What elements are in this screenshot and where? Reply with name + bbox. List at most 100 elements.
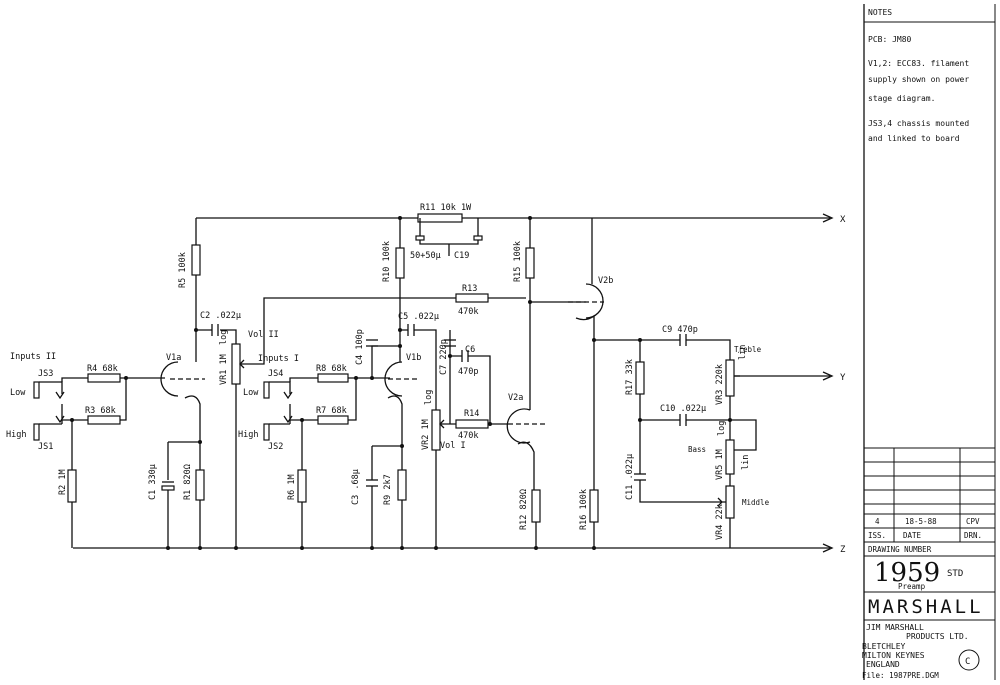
vr5-taper: log xyxy=(717,421,727,436)
drawing-std: STD xyxy=(947,569,963,579)
v1a-label: V1a xyxy=(166,353,181,363)
low-label-i: Low xyxy=(243,388,259,398)
c6-value: 470p xyxy=(458,367,478,377)
r16-label: R16 100k xyxy=(579,489,589,530)
c9-label: C9 470p xyxy=(662,325,698,335)
notes-line: V1,2: ECC83. filament xyxy=(868,59,969,68)
notes-title: NOTES xyxy=(868,8,892,17)
capacitor-c5 xyxy=(407,324,415,336)
resistor-r7 xyxy=(317,415,349,425)
vr5-label: VR5 1M xyxy=(715,449,725,480)
drawn-by: CPV xyxy=(966,517,980,526)
c19-label: C19 xyxy=(454,251,469,261)
vr1-taper: log xyxy=(219,330,229,345)
c6-label: C6 xyxy=(465,345,475,355)
capacitor-c4 xyxy=(366,339,378,347)
rail-x xyxy=(196,213,834,223)
notes-pcb: PCB: JM80 xyxy=(868,35,912,44)
jack-js3 xyxy=(33,381,65,400)
high-label: High xyxy=(6,430,26,440)
resistor-r12 xyxy=(531,489,541,523)
resistor-r17 xyxy=(635,361,645,395)
jack-js2 xyxy=(263,404,293,441)
r14-label: R14 xyxy=(464,409,479,419)
r6-label: R6 1M xyxy=(287,474,297,500)
r12-label: R12 820Ω xyxy=(519,489,529,530)
capacitor-c2 xyxy=(211,324,219,336)
iss-label: ISS. xyxy=(868,531,886,540)
r14-value: 470k xyxy=(458,431,478,441)
rail-z-ground xyxy=(73,543,834,553)
r13-value: 470k xyxy=(458,307,478,317)
middle-label: Middle xyxy=(742,498,770,507)
resistor-r6 xyxy=(297,469,307,503)
js2-label: JS2 xyxy=(268,442,283,452)
vr4-label: VR4 22k xyxy=(715,504,725,540)
drawing-subtitle: Preamp xyxy=(898,582,926,591)
resistor-r14 xyxy=(455,419,489,429)
rail-y-label: Y xyxy=(840,373,846,383)
r7-label: R7 68k xyxy=(316,406,347,416)
r3-r4-wiring xyxy=(85,377,165,421)
resistor-r1 xyxy=(195,469,205,501)
drawing-number-label: DRAWING NUMBER xyxy=(868,545,932,554)
inputs-i-label: Inputs I xyxy=(258,354,299,364)
capacitor-c11 xyxy=(634,473,646,481)
title-block-frame xyxy=(863,4,996,680)
vr3-taper: lin xyxy=(738,345,748,360)
vol-i-label: Vol I xyxy=(440,441,466,451)
low-label: Low xyxy=(10,388,26,398)
inputs-ii-label: Inputs II xyxy=(10,352,56,362)
rail-z-label: Z xyxy=(840,545,846,555)
r9-label: R9 2k7 xyxy=(383,474,393,505)
rail-x-label: X xyxy=(840,215,846,225)
c11-label: C11 .022µ xyxy=(625,454,635,500)
potentiometer-vr2 xyxy=(431,409,447,548)
c5-label: C5 .022µ xyxy=(398,312,439,322)
capacitor-c3 xyxy=(366,479,378,487)
copyright-symbol: C xyxy=(965,657,970,667)
r13-label: R13 xyxy=(462,284,477,294)
c10-label: C10 .022µ xyxy=(660,404,706,414)
v2b-label: V2b xyxy=(598,276,613,286)
resistor-r10 xyxy=(395,247,405,279)
resistor-r13 xyxy=(455,293,489,303)
capacitor-c1 xyxy=(161,481,175,491)
bass-label: Bass xyxy=(688,445,706,454)
r1-label: R1 820Ω xyxy=(183,464,193,500)
resistor-r8 xyxy=(317,373,349,383)
c19-wiring xyxy=(419,218,479,236)
input-ii-wiring xyxy=(61,377,85,424)
resistor-r4 xyxy=(87,373,121,383)
resistor-r2 xyxy=(67,469,77,503)
tube-v2b xyxy=(568,218,604,490)
tube-v1a xyxy=(160,218,205,470)
copyright-circle xyxy=(958,649,980,671)
r2-label: R2 1M xyxy=(58,469,68,495)
potentiometer-vr4 xyxy=(717,485,735,548)
capacitor-c6 xyxy=(461,350,469,362)
issue-date: 18-5-88 xyxy=(905,517,937,526)
potentiometer-vr5 xyxy=(725,419,757,486)
capacitor-c10 xyxy=(679,414,687,426)
resistor-r9 xyxy=(397,469,407,501)
v2a-label: V2a xyxy=(508,393,523,403)
c4-label: C4 100p xyxy=(355,329,365,365)
c2-label: C2 .022µ xyxy=(200,311,241,321)
v1a-cathode-wiring xyxy=(167,441,201,548)
notes-line: and linked to board xyxy=(868,134,960,143)
c19-value: 50+50µ xyxy=(410,251,441,261)
vol-ii-wiper-wiring xyxy=(247,297,406,365)
resistor-r16 xyxy=(589,489,599,523)
r10-label: R10 100k xyxy=(382,241,392,282)
r4-label: R4 68k xyxy=(87,364,118,374)
c11-wiring xyxy=(639,420,722,503)
resistor-r15 xyxy=(525,247,535,279)
vr5-taper-lin: lin xyxy=(741,455,751,470)
r17-label: R17 33k xyxy=(625,359,635,395)
vr2-label: VR2 1M xyxy=(421,419,431,450)
drawing-number: 1959 xyxy=(874,558,940,588)
input-i-wiring xyxy=(289,377,318,548)
c1-label: C1 330µ xyxy=(148,464,158,500)
jack-js1 xyxy=(33,404,65,441)
